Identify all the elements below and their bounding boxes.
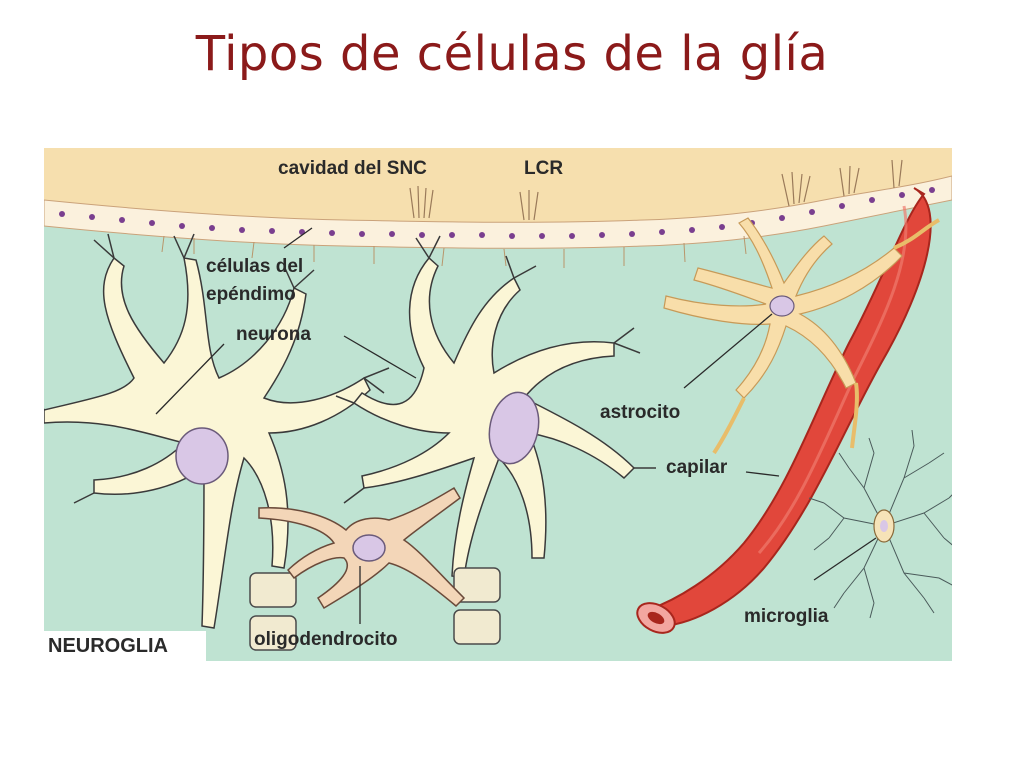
astrocyte-nucleus	[769, 295, 795, 317]
ependymal-cells	[44, 159, 952, 268]
label-oligodendrocyte: oligodendrocito	[254, 629, 398, 650]
neuron-left	[44, 233, 390, 629]
label-neuron: neurona	[236, 324, 311, 345]
csf-band	[44, 148, 952, 223]
neuroglia-diagram: cavidad del SNC LCR células del epéndimo…	[44, 148, 952, 661]
label-astrocyte: astrocito	[600, 402, 680, 423]
label-csf: LCR	[524, 158, 563, 179]
label-capillary: capilar	[666, 457, 728, 478]
neuroglia-tag: NEUROGLIA	[44, 631, 206, 661]
astrocyte	[663, 217, 940, 455]
label-ependyma-line1: células del	[206, 256, 303, 277]
label-cavity: cavidad del SNC	[278, 158, 427, 179]
neuron-right-nucleus	[488, 391, 540, 465]
label-microglia: microglia	[744, 606, 829, 627]
oligodendrocyte-nucleus	[352, 534, 386, 562]
slide-title: Tipos de células de la glía	[195, 26, 829, 82]
myelinated-axons	[249, 567, 501, 651]
leader-lines	[155, 227, 877, 624]
neuron-left-nucleus	[175, 427, 229, 485]
neuron-right	[335, 235, 656, 579]
microglia	[808, 429, 952, 619]
neuroglia-figure: cavidad del SNC LCR células del epéndimo…	[44, 148, 952, 661]
label-ependyma-line2: epéndimo	[206, 284, 296, 305]
oligodendrocyte	[258, 486, 466, 610]
